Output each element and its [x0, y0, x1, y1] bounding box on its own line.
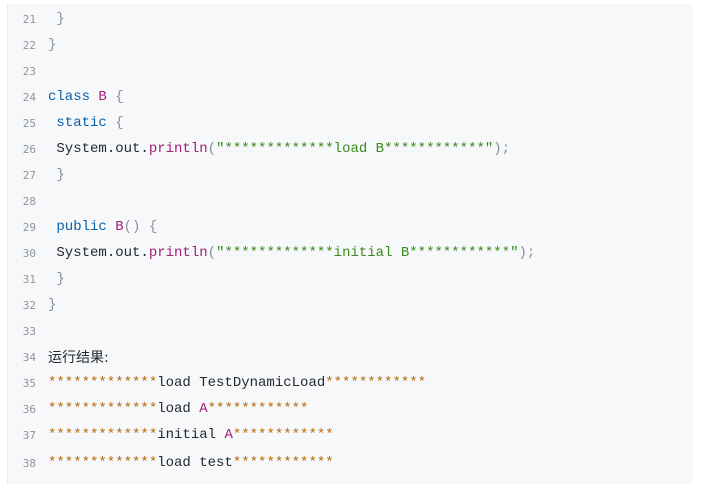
line-text: } [48, 37, 57, 53]
keyword-public: public [56, 219, 107, 235]
class-name: A [224, 427, 233, 443]
line-text: } [48, 11, 65, 27]
code-line: 26 System.out. println ( "*************l… [8, 136, 510, 162]
stars: ************* [48, 401, 158, 417]
line-number: 34 [22, 350, 36, 364]
stars: ************ [232, 427, 334, 443]
output-line: 35 ************* load TestDynamicLoad **… [8, 370, 426, 396]
code-line: 28 [8, 188, 48, 214]
class-name: B [98, 89, 107, 105]
keyword-static: static [56, 115, 107, 131]
line-number: 26 [22, 142, 36, 156]
stars: ************* [48, 427, 158, 443]
line-number: 31 [22, 272, 36, 286]
code-line: 30 System.out. println ( "*************i… [8, 240, 536, 266]
line-number: 27 [22, 168, 36, 182]
paren: ); [518, 245, 536, 261]
line-number: 28 [22, 194, 36, 208]
line-number: 23 [22, 64, 36, 78]
code-line: 33 [8, 318, 48, 344]
code-block: 21 } 22 } 23 24 class B { 25 static { 26… [7, 4, 693, 484]
object-ref: System.out. [56, 245, 149, 261]
output-text: load test [157, 455, 233, 471]
paren: ); [493, 141, 511, 157]
code-line: 21 } [8, 6, 65, 32]
code-line: 31 } [8, 266, 65, 292]
keyword-class: class [48, 89, 91, 105]
output-line: 37 ************* initial A ************ [8, 422, 334, 448]
line-number: 37 [22, 428, 36, 442]
line-number: 25 [22, 116, 36, 130]
output-line: 36 ************* load A ************ [8, 396, 309, 422]
stars: ************ [232, 455, 334, 471]
code-line: 29 public B () { [8, 214, 158, 240]
output-text: load TestDynamicLoad [157, 375, 326, 391]
line-number: 35 [22, 376, 36, 390]
stars: ************* [48, 455, 158, 471]
code-line: 32 } [8, 292, 57, 318]
stars: ************* [48, 375, 158, 391]
line-number: 30 [22, 246, 36, 260]
code-line: 34 运行结果: [8, 344, 109, 370]
method-name: println [148, 245, 208, 261]
object-ref: System.out. [56, 141, 149, 157]
line-number: 24 [22, 90, 36, 104]
output-text: initial [157, 427, 225, 443]
output-line: 38 ************* load test ************ [8, 450, 334, 476]
code-line: 24 class B { [8, 84, 124, 110]
output-text: load [157, 401, 200, 417]
result-heading: 运行结果: [48, 350, 109, 366]
line-number: 38 [22, 456, 36, 470]
line-text: } [48, 167, 65, 183]
line-text: } [48, 297, 57, 313]
brace: { [115, 115, 124, 131]
paren: ( [207, 245, 217, 261]
string-literal: "*************initial B************" [216, 245, 519, 261]
class-name: B [115, 219, 124, 235]
line-number: 29 [22, 220, 36, 234]
stars: ************ [207, 401, 309, 417]
stars: ************ [325, 375, 427, 391]
line-text: } [48, 271, 65, 287]
line-number: 21 [22, 12, 36, 26]
signature-rest: () { [123, 219, 158, 235]
brace: { [115, 89, 124, 105]
code-line: 27 } [8, 162, 65, 188]
code-line: 25 static { [8, 110, 124, 136]
method-name: println [148, 141, 208, 157]
line-number: 22 [22, 38, 36, 52]
code-line: 22 } [8, 32, 57, 58]
string-literal: "*************load B************" [216, 141, 494, 157]
paren: ( [207, 141, 217, 157]
class-name: A [199, 401, 208, 417]
line-number: 33 [22, 324, 36, 338]
line-number: 32 [22, 298, 36, 312]
code-line: 23 [8, 58, 48, 84]
line-number: 36 [22, 402, 36, 416]
